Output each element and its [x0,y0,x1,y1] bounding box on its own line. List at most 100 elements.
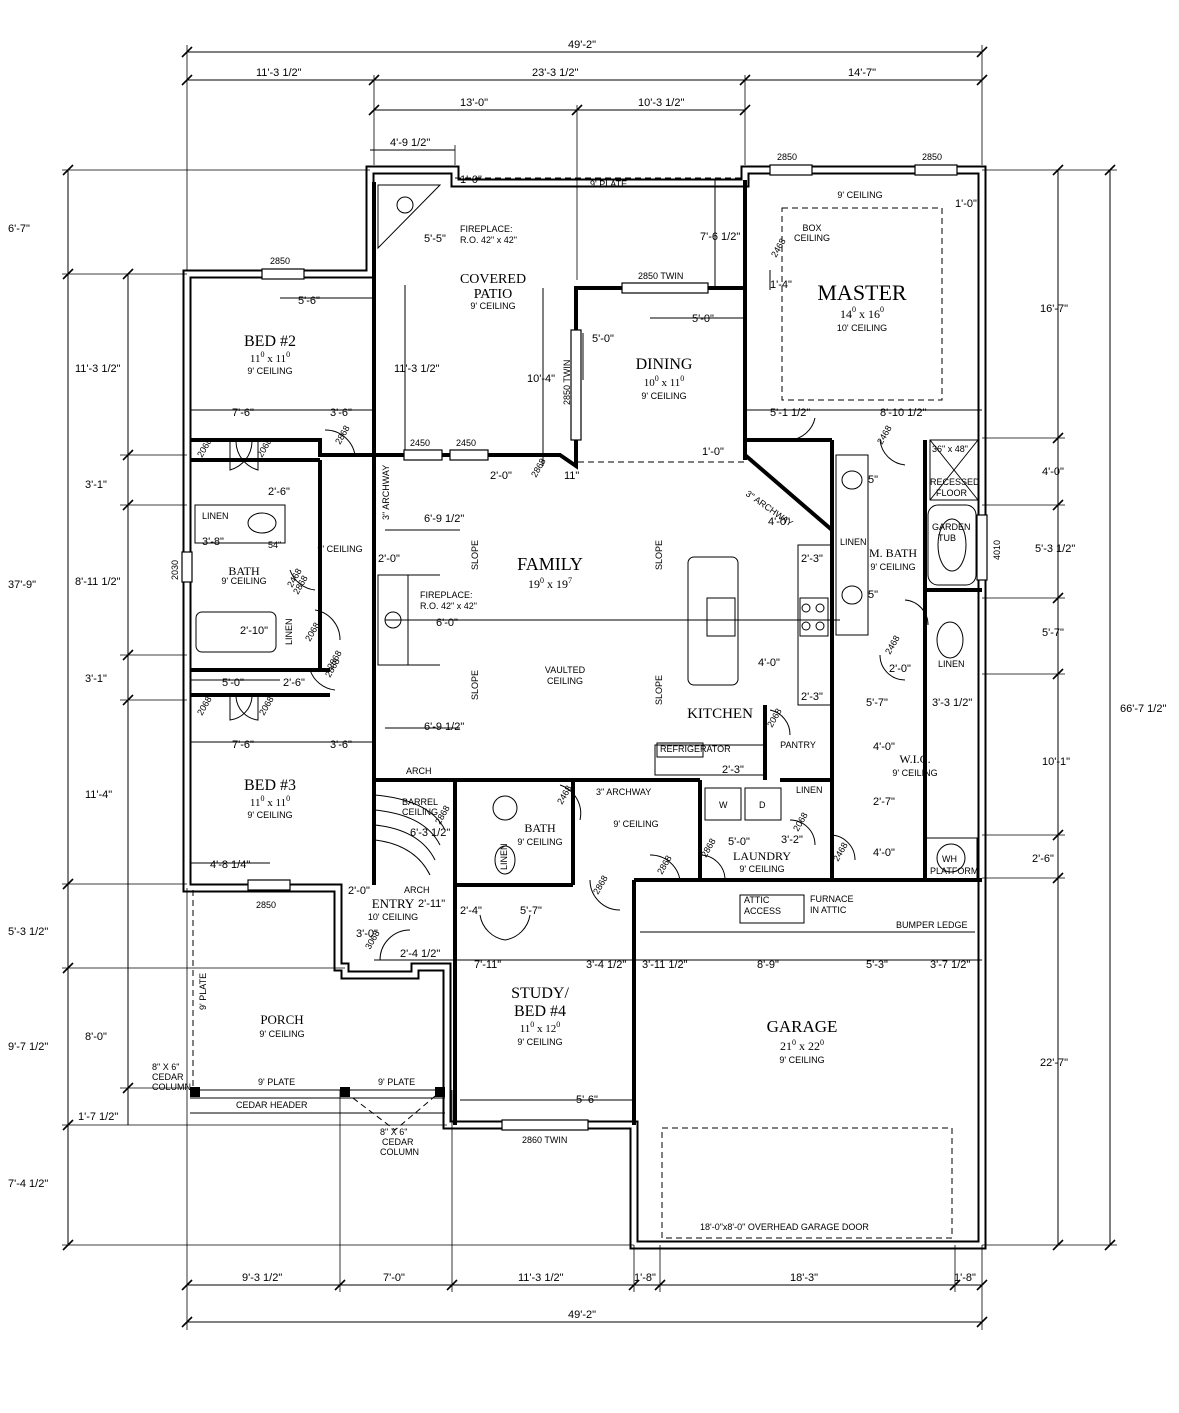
dim-left-h: 9'-7 1/2" [8,1041,48,1053]
garden-2: TUB [938,533,956,543]
interior-dimension: 2'-11" [418,898,445,910]
interior-dimension: 11'-3 1/2" [394,363,440,375]
interior-dimension: 2'-0" [378,553,400,565]
interior-dimension: 1'-4" [770,279,792,291]
room-patio-name2: PATIO [474,287,512,302]
interior-dimension: 5'-3" [866,959,888,971]
cedar-col-left-1: 8" X 6" [152,1062,179,1072]
interior-dimension: 2'-4 1/2" [400,948,440,960]
interior-dimension: 4'-0" [768,516,790,528]
interior-dimension: 3'-7 1/2" [930,959,970,971]
dim-right-e: 10'-1" [1042,756,1070,768]
cedar-col-center-1: 8" X 6" [380,1127,407,1137]
room-study-ceiling: 9' CEILING [517,1037,562,1047]
interior-dimension: 5'-6" [298,295,320,307]
interior-dimension: 2'-3" [801,553,823,565]
dim-right-d: 5'-7" [1042,627,1064,639]
vaulted-1: VAULTED [545,665,586,675]
dim-right-g: 22'-7" [1040,1057,1068,1069]
fireplace-top-1: FIREPLACE: [460,224,513,234]
interior-dimension: 3'-0" [356,928,378,940]
dim-bottom-seg4: 1'-8" [634,1272,656,1284]
window-patio-1: 2450 [410,438,430,448]
room-bed3-size: 110 x 110 [250,794,290,809]
room-wic-name: W.I.C. [899,752,930,766]
room-garage-ceiling: 9' CEILING [779,1055,824,1065]
dim-left-d: 8'-11 1/2" [75,576,121,588]
washer: W [719,800,728,810]
room-laundry-ceiling: 9' CEILING [739,864,784,874]
interior-dimension: 7'-6" [232,407,254,419]
door-size-label: 2868 [655,854,674,876]
archway-hall: 3" ARCHWAY [596,787,651,797]
dim-left-e: 3'-1" [85,673,107,685]
interior-dimension: 5" [868,589,878,601]
room-bath2-ceiling: 9' CEILING [517,837,562,847]
room-master-ceiling: 10' CEILING [837,323,887,333]
room-garage-size: 210 x 220 [780,1038,824,1053]
dim-right-f: 2'-6" [1032,853,1054,865]
interior-dimension: 8'-10 1/2" [880,407,926,419]
slope-4: SLOPE [654,675,664,705]
arch-1: ARCH [406,766,432,776]
interior-dimension: 2'-7" [873,796,895,808]
recessed-2: FLOOR [936,488,968,498]
door-size-label: 2868 [591,874,610,896]
interior-dimension: 3'-11 1/2" [642,959,688,971]
interior-dimension: 10'-4" [527,373,555,385]
furnace-1: FURNACE [810,894,854,904]
plate-porch-1: 9' PLATE [258,1077,295,1087]
dim-bottom-seg5: 18'-3" [790,1272,818,1284]
attic-1: ATTIC [744,895,770,905]
dim-top-sub2: 10'-3 1/2" [638,97,684,109]
bumper-ledge: BUMPER LEDGE [896,920,968,930]
door-size-label: 2468 [769,237,788,259]
window-master-1: 2850 [777,152,797,162]
slope-1: SLOPE [470,540,480,570]
door-size-label: 2068 [765,707,784,729]
wh-2: PLATFORM [930,866,978,876]
recessed-1: RECESSED [930,477,980,487]
dim-left-f: 11'-4" [85,789,112,801]
dim-bottom-seg2: 7'-0" [383,1272,405,1284]
interior-dimension: 5'-7" [520,905,542,917]
room-study-name1: STUDY/ [511,985,569,1002]
room-bath-ceiling: 9' CEILING [221,576,266,586]
room-family-size: 190 x 197 [528,576,572,591]
interior-dimension: 6'-9 1/2" [424,513,464,525]
interior-dimension: 4'-0" [873,847,895,859]
slope-2: SLOPE [654,540,664,570]
slope-3: SLOPE [470,670,480,700]
cedar-header: CEDAR HEADER [236,1100,308,1110]
room-patio-name1: COVERED [460,272,526,287]
room-dining-size: 100 x 110 [644,374,685,389]
refrigerator: REFRIGERATOR [660,744,731,754]
interior-dimension: 2'-3" [722,764,744,776]
room-entry-name: ENTRY [372,896,415,911]
linen-wc: LINEN [938,659,965,669]
interior-dimension: 7'-6 1/2" [700,231,740,243]
linen-hall: LINEN [284,618,294,645]
room-master-size: 140 x 160 [840,305,884,321]
door-size-label: 2468 [875,424,894,446]
interior-dimension: 1'-0" [460,174,482,186]
dim-right-overall: 66'-7 1/2" [1120,703,1166,715]
interior-dimension: 3'-4 1/2" [586,959,626,971]
interior-dimension: 2'-3" [801,691,823,703]
window-dining-side: 2850 TWIN [562,360,572,405]
room-bed3-name: BED #3 [244,777,296,794]
interior-dimension: 3'-3 1/2" [932,697,972,709]
dim-top-seg1: 11'-3 1/2" [256,67,302,79]
door-size-label: 2468 [883,634,902,656]
interior-dimension: 5'-6" [576,1094,598,1106]
room-patio-ceiling: 9' CEILING [470,301,515,311]
garage-door-label: 18'-0"x8'-0" OVERHEAD GARAGE DOOR [700,1222,869,1232]
room-mbath-ceiling: 9' CEILING [870,562,915,572]
interior-dimension: 4'-8 1/4" [210,859,250,871]
sink-width: 54" [268,540,281,550]
dim-top-sub3: 4'-9 1/2" [390,137,430,149]
interior-dimension: 11" [564,470,579,482]
archway-hall-vertical: 3" ARCHWAY [381,465,391,520]
window-mbath: 4010 [992,540,1002,560]
